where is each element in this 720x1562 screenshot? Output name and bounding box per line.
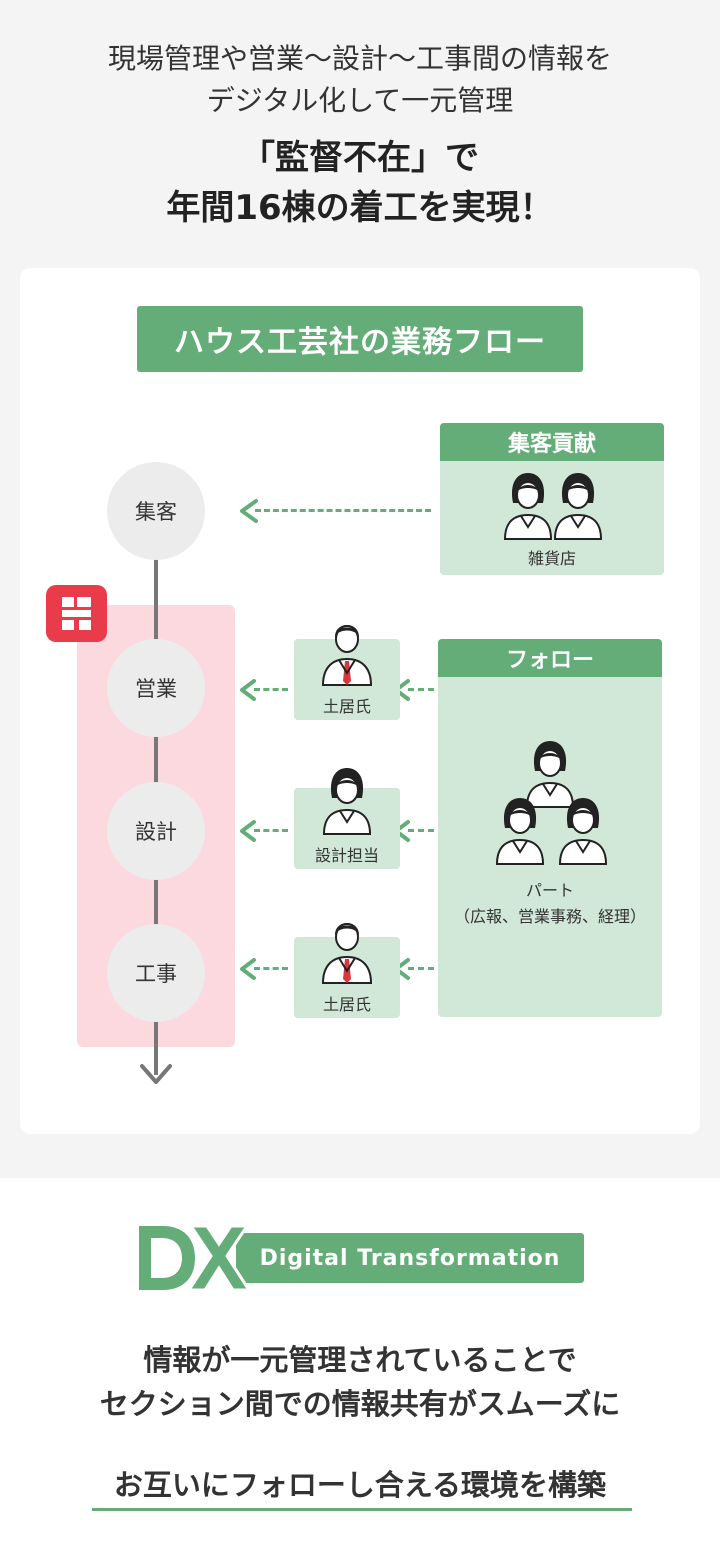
- woman-staff-icon: [553, 473, 603, 540]
- flow-arrow-icon: [140, 1064, 172, 1084]
- stage-marketing: 集客: [107, 462, 205, 560]
- staff-box-sales: 土居氏: [294, 625, 400, 720]
- dashed-connector: [254, 829, 288, 832]
- contribution-title: 集客貢献: [440, 423, 664, 461]
- summary-line-1: 情報が一元管理されていることで: [143, 1343, 577, 1377]
- flow-title: ハウス工芸社の業務フロー: [137, 306, 583, 372]
- staff-caption: 土居氏: [322, 697, 371, 716]
- dashed-connector: [408, 829, 434, 832]
- stage-design: 設計: [107, 782, 205, 880]
- summary-underline: [92, 1508, 632, 1511]
- summary-line-3: お互いにフォローし合える環境を構築: [113, 1468, 607, 1502]
- left-arrow-icon: [240, 499, 258, 523]
- woman-staff-icon: [495, 798, 545, 865]
- woman-staff-icon: [503, 473, 553, 540]
- intro-line-2: デジタル化して一元管理: [206, 84, 514, 117]
- follow-roles: （広報、営業事務、経理）: [453, 907, 646, 926]
- dashed-connector: [408, 967, 434, 970]
- stage-sales: 営業: [107, 639, 205, 737]
- dashed-connector: [254, 967, 288, 970]
- dx-logo: [139, 1226, 251, 1290]
- woman-staff-icon: [525, 741, 575, 808]
- app-logo-icon: [46, 585, 107, 642]
- contribution-caption: 雑貨店: [527, 549, 576, 568]
- staff-box-construction: 土居氏: [294, 923, 400, 1018]
- businessman-icon: [321, 923, 373, 984]
- follow-title: フォロー: [438, 639, 662, 677]
- contribution-box: 集客貢献 雑貨店: [440, 423, 664, 575]
- dashed-connector: [255, 509, 431, 512]
- follow-box: フォロー パート （広報、営業事務、経理）: [438, 639, 662, 1017]
- stage-construction: 工事: [107, 924, 205, 1022]
- headline-line-2: 年間16棟の着工を実現！: [166, 188, 554, 228]
- intro-line-1: 現場管理や営業〜設計〜工事間の情報を: [107, 42, 612, 75]
- businessman-icon: [321, 625, 373, 686]
- left-arrow-icon: [240, 679, 256, 701]
- staff-caption: 土居氏: [322, 995, 371, 1014]
- woman-staff-icon: [322, 768, 372, 835]
- dx-label: Digital Transformation: [236, 1233, 584, 1283]
- staff-caption: 設計担当: [314, 846, 379, 865]
- follow-caption: パート: [525, 881, 574, 900]
- woman-staff-icon: [558, 798, 608, 865]
- dashed-connector: [254, 688, 288, 691]
- left-arrow-icon: [240, 958, 256, 980]
- staff-box-design: 設計担当: [294, 768, 400, 869]
- left-arrow-icon: [240, 820, 256, 842]
- headline-line-1: 「監督不在」で: [241, 138, 479, 178]
- dashed-connector: [408, 688, 434, 691]
- summary-line-2: セクション間での情報共有がスムーズに: [99, 1387, 621, 1421]
